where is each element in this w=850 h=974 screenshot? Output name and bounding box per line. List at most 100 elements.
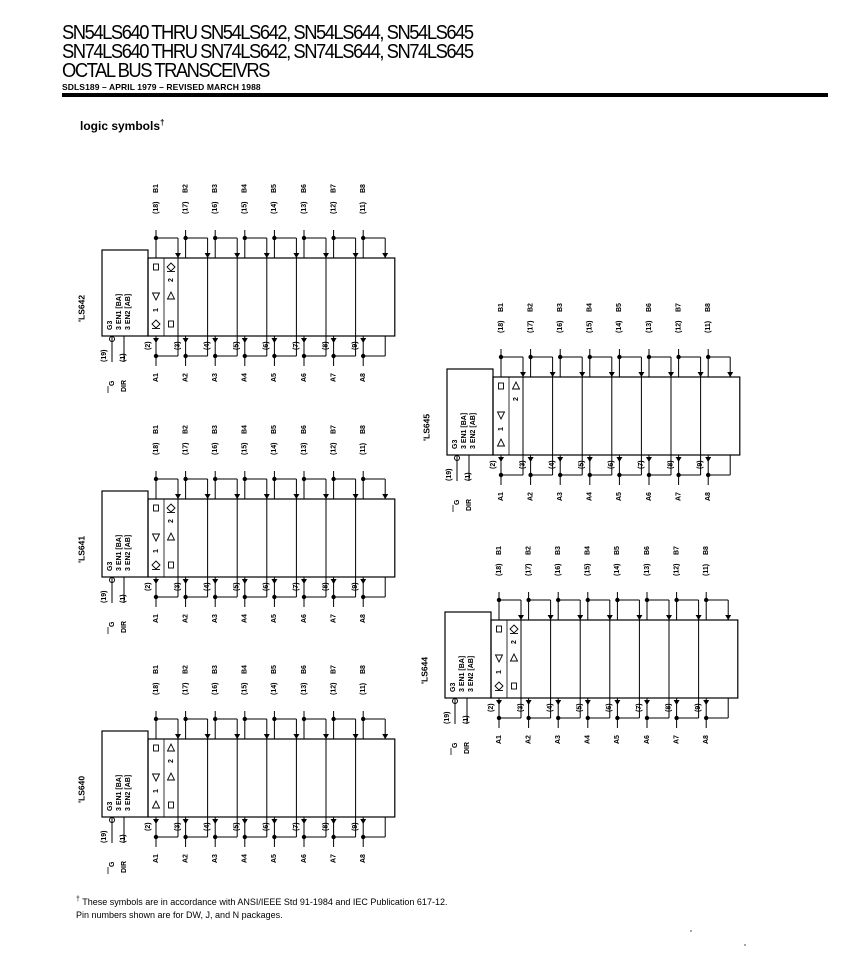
transceiver-block [147,738,396,818]
junction-dot [272,716,277,722]
a-label-5: A5 [616,492,623,501]
a-label-7: A7 [330,373,337,382]
control-text-en2: 3 EN2 [AB] [125,294,132,330]
b-label-5: B5 [271,184,278,193]
arrow-marker [727,372,734,377]
a-pin-1: (2) [145,341,152,350]
b-pin-1: (18) [153,443,160,455]
a-label-6: A6 [644,735,651,744]
buffer-up-symbol [166,742,176,752]
a-pin-3: (4) [204,341,211,350]
arrow-marker [271,338,278,343]
inverting-symbol [153,744,159,752]
arrow-marker [360,338,367,343]
a-pin-7: (8) [322,822,329,831]
label-2: 2 [168,519,175,523]
arrow-marker [330,579,337,584]
control-text-g3: G3 [107,321,114,330]
a-pin-1: (2) [145,582,152,591]
b-label-1: B1 [153,425,160,434]
b-label-8: B8 [360,425,367,434]
b-label-5: B5 [271,425,278,434]
label-1: 1 [153,789,160,793]
a-label-7: A7 [673,735,680,744]
a-pin-1: (2) [145,822,152,831]
g-inversion-bubble [452,698,458,704]
a-label-6: A6 [646,492,653,501]
b-label-8: B8 [360,665,367,674]
b-pin-7: (12) [330,202,337,214]
arrow-marker [608,372,615,377]
buffer-down-symbol [151,533,161,543]
g-label: G [109,621,116,627]
inverting-symbol [153,263,159,271]
arrow-marker [360,819,367,824]
arrow-marker [673,700,680,705]
a-pin-8: (9) [352,582,359,591]
b-pin-6: (13) [301,443,308,455]
arrow-marker [153,338,159,343]
inverting-symbol [168,561,174,569]
a-pin-2: (3) [174,341,181,350]
b-label-2: B2 [525,546,532,555]
b-pin-3: (16) [212,683,219,695]
buffer-up-symbol [151,799,161,809]
arrow-marker [527,457,534,462]
control-text-g3: G3 [452,440,459,449]
arrow-marker [668,372,674,377]
b-label-6: B6 [301,184,308,193]
junction-dot [272,235,277,241]
arrow-marker [182,338,189,343]
arrow-marker [323,494,329,499]
a-pin-7: (8) [322,582,329,591]
a-label-1: A1 [153,373,160,382]
arrow-marker [234,494,241,499]
a-label-1: A1 [498,492,505,501]
arrow-marker [577,615,584,620]
inverting-symbol [498,382,504,390]
arrow-marker [241,819,248,824]
arrow-marker [547,615,554,620]
a-pin-8: (9) [352,341,359,350]
arrow-marker [175,253,181,258]
header-line-1: SN54LS640 THRU SN54LS642, SN54LS644, SN5… [62,22,474,44]
buffer-up-symbol [166,290,176,300]
arrow-marker [638,372,645,377]
buffer-up-symbol [166,771,176,781]
dir-label: DIR [121,621,128,633]
open-collector-symbol [494,681,504,691]
arrow-marker [330,819,337,824]
a-pin-3: (4) [547,703,554,712]
arrow-marker [263,253,270,258]
buffer-down-symbol [496,411,506,421]
a-label-6: A6 [301,614,308,623]
symbol-name: 'LS645 [421,414,431,441]
control-text-en2: 3 EN2 [AB] [125,535,132,571]
junction-dot [331,594,336,600]
label-2: 2 [513,397,520,401]
a-label-4: A4 [242,854,249,863]
g-label: G [452,742,459,748]
a-pin-4: (5) [234,822,241,831]
b-pin-5: (14) [271,443,278,455]
a-pin-4: (5) [234,341,241,350]
a-label-3: A3 [212,373,219,382]
b-pin-4: (15) [587,321,594,333]
b-label-5: B5 [614,546,621,555]
a-pin-4: (5) [579,460,586,469]
b-pin-7: (12) [330,683,337,695]
control-text-en1: 3 EN1 [BA] [116,775,123,811]
b-label-3: B3 [212,425,219,434]
a-label-2: A2 [182,854,189,863]
label-2: 2 [168,278,175,282]
junction-dot [331,834,336,840]
a-pin-5: (6) [263,582,270,591]
arrow-marker [360,579,367,584]
g-inversion-bubble [109,817,115,823]
b-pin-8: (11) [360,683,367,695]
label-1: 1 [496,670,503,674]
label-1: 1 [153,308,160,312]
b-pin-8: (11) [360,443,367,455]
arrow-marker [153,819,159,824]
